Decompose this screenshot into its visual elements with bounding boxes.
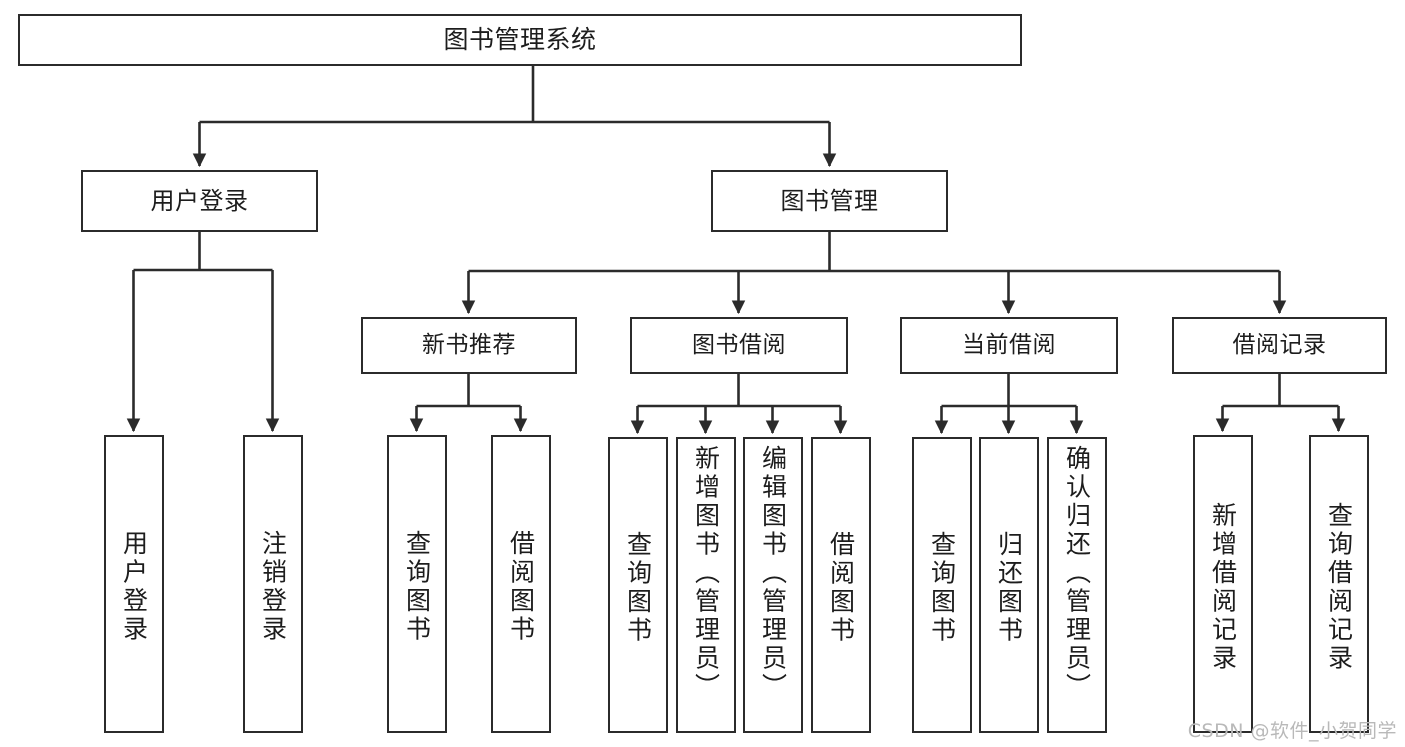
leaf-current-borrow-confirm-return[interactable]: 确认归还（管理员） [1047,437,1107,733]
node-book-management-label: 图书管理 [780,186,879,215]
leaf-user-login-login-label: 用户登录 [119,530,149,644]
node-book-borrow-label: 图书借阅 [692,331,786,358]
node-borrow-record-label: 借阅记录 [1232,331,1327,358]
leaf-borrow-record-query-label: 查询借阅记录 [1324,501,1354,673]
leaf-book-borrow-query-label: 查询图书 [623,531,653,645]
csdn-watermark: CSDN @软件_小贺同学 [1187,720,1397,742]
leaf-current-borrow-query-label: 查询图书 [927,531,957,645]
leaf-current-borrow-return-label: 归还图书 [994,531,1024,645]
leaf-new-book-query[interactable]: 查询图书 [387,435,447,733]
leaf-book-borrow-edit[interactable]: 编辑图书（管理员） [743,437,803,733]
leaf-current-borrow-query[interactable]: 查询图书 [912,437,972,733]
leaf-user-login-logout-label: 注销登录 [258,530,288,644]
leaf-book-borrow-borrow[interactable]: 借阅图书 [811,437,871,733]
node-new-book-recommend-label: 新书推荐 [422,331,516,358]
node-current-borrow-label: 当前借阅 [962,331,1056,358]
leaf-current-borrow-confirm-return-label: 确认归还（管理员） [1062,445,1092,702]
node-new-book-recommend[interactable]: 新书推荐 [361,317,577,374]
leaf-user-login-login[interactable]: 用户登录 [104,435,164,733]
node-root-library-system[interactable]: 图书管理系统 [18,14,1022,66]
leaf-new-book-query-label: 查询图书 [402,530,432,644]
leaf-new-book-borrow[interactable]: 借阅图书 [491,435,551,733]
node-current-borrow[interactable]: 当前借阅 [900,317,1118,374]
node-root-label: 图书管理系统 [443,25,597,55]
node-borrow-record[interactable]: 借阅记录 [1172,317,1387,374]
node-user-login-label: 用户登录 [150,186,249,215]
leaf-current-borrow-return[interactable]: 归还图书 [979,437,1039,733]
leaf-borrow-record-add[interactable]: 新增借阅记录 [1193,435,1253,733]
leaf-borrow-record-query[interactable]: 查询借阅记录 [1309,435,1369,733]
leaf-book-borrow-edit-label: 编辑图书（管理员） [758,445,788,702]
node-user-login[interactable]: 用户登录 [81,170,318,232]
leaf-book-borrow-borrow-label: 借阅图书 [826,531,856,645]
leaf-new-book-borrow-label: 借阅图书 [506,530,536,644]
leaf-book-borrow-query[interactable]: 查询图书 [608,437,668,733]
leaf-borrow-record-add-label: 新增借阅记录 [1208,501,1238,673]
leaf-book-borrow-add-label: 新增图书（管理员） [691,445,721,702]
leaf-book-borrow-add[interactable]: 新增图书（管理员） [676,437,736,733]
leaf-user-login-logout[interactable]: 注销登录 [243,435,303,733]
node-book-management[interactable]: 图书管理 [711,170,948,232]
node-book-borrow[interactable]: 图书借阅 [630,317,848,374]
